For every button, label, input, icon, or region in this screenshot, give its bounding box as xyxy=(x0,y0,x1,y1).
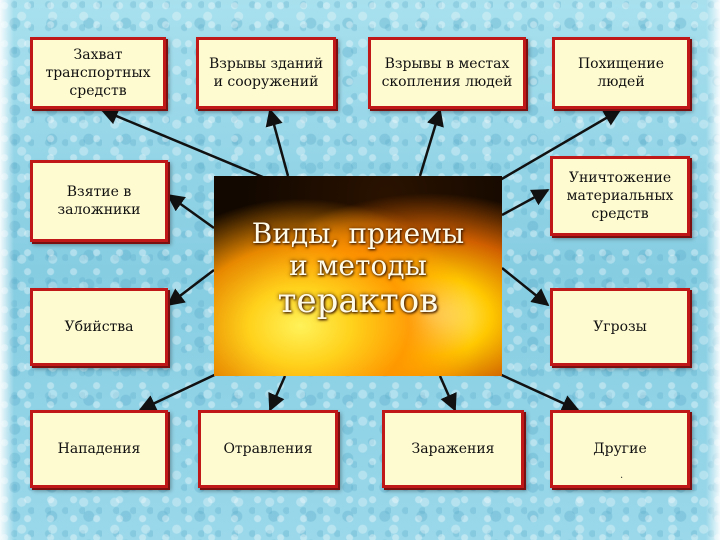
box-building-explosions: Взрывы зданий и сооружений xyxy=(196,37,336,109)
box-kidnapping: Похищение людей xyxy=(552,37,690,109)
arrow-to-poisonings xyxy=(268,375,287,412)
box-crowd-explosions: Взрывы в местах скопления людей xyxy=(368,37,526,109)
arrow-to-crowd-explosions xyxy=(418,108,444,177)
footnote-dot: . xyxy=(620,470,624,481)
box-others: Другие xyxy=(550,410,690,488)
arrow-to-destruction xyxy=(501,188,550,217)
box-material-destruction: Уничтожение материальных средств xyxy=(550,156,690,236)
arrow-to-capture-transport xyxy=(100,107,271,182)
arrow-to-hostages xyxy=(166,193,215,230)
box-poisonings: Отравления xyxy=(198,410,338,488)
central-topic-box: Виды, приемы и методы терактов xyxy=(214,176,502,376)
right-border-stripe xyxy=(706,0,720,540)
center-title-line2: и методы xyxy=(289,249,427,282)
center-title-line1: Виды, приемы xyxy=(251,217,465,250)
box-murders: Убийства xyxy=(30,288,168,366)
left-border-stripe xyxy=(0,0,14,540)
box-attacks: Нападения xyxy=(30,410,168,488)
arrow-to-threats xyxy=(501,267,550,307)
arrow-to-attacks xyxy=(138,368,226,412)
box-infections: Заражения xyxy=(382,410,524,488)
center-title-line3: терактов xyxy=(277,281,439,321)
arrow-to-infections xyxy=(438,375,457,412)
box-hostage-taking: Взятие в заложники xyxy=(30,160,168,242)
box-capture-transport: Захват транспортных средств xyxy=(30,37,166,109)
arrow-to-others xyxy=(494,370,580,412)
arrow-to-murders xyxy=(166,269,215,307)
box-threats: Угрозы xyxy=(550,288,690,366)
arrow-to-kidnapping xyxy=(499,108,622,182)
arrow-to-building-explosions xyxy=(265,108,290,177)
